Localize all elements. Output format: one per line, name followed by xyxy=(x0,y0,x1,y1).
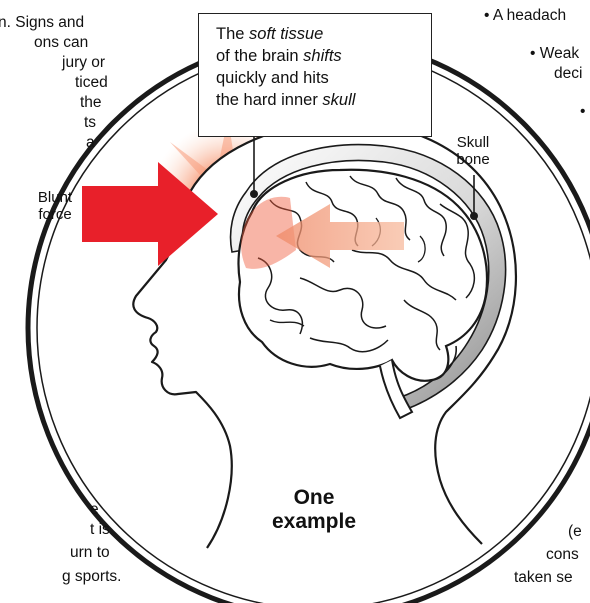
one-example-line-1: One xyxy=(248,486,380,510)
skull-pointer-dot xyxy=(470,212,478,220)
right-fragment-4: • xyxy=(580,102,585,121)
left-fragment-7: a xyxy=(86,133,95,152)
callout-line-1: The soft tissue xyxy=(216,23,431,45)
right-bottom-fragment-3: taken se xyxy=(514,568,573,587)
right-bottom-fragment-1: (e xyxy=(568,522,582,541)
left-fragment-4: ticed xyxy=(75,73,108,92)
left-fragment-1: n. Signs and xyxy=(0,13,84,32)
blunt-force-label: Blunt force xyxy=(20,189,90,223)
left-fragment-5: the xyxy=(80,93,102,112)
left-bottom-fragment-1: e xyxy=(90,500,99,519)
one-example-line-2: example xyxy=(248,510,380,534)
left-fragment-3: jury or xyxy=(62,53,105,72)
callout-line-2: of the brain shifts xyxy=(216,45,431,67)
left-fragment-6: ts xyxy=(84,113,96,132)
callout-em-skull: skull xyxy=(322,91,355,109)
callout-em-shifts: shifts xyxy=(303,47,342,65)
callout-box: The soft tissue of the brain shifts quic… xyxy=(198,13,432,137)
right-fragment-1: • A headach xyxy=(484,6,566,25)
one-example-label: One example xyxy=(248,486,380,534)
callout-line-3: quickly and hits xyxy=(216,67,431,89)
left-fragment-2: ons can xyxy=(34,33,88,52)
right-bottom-fragment-2: cons xyxy=(546,545,579,564)
left-bottom-fragment-4: g sports. xyxy=(62,567,121,586)
callout-line-4: the hard inner skull xyxy=(216,89,431,111)
callout-pointer-dot xyxy=(250,190,258,198)
skull-bone-label: Skull bone xyxy=(440,134,506,168)
left-bottom-fragment-3: urn to xyxy=(70,543,110,562)
right-fragment-2: • Weak xyxy=(530,44,579,63)
right-fragment-3: deci xyxy=(554,64,582,83)
left-bottom-fragment-2: t is xyxy=(90,520,110,539)
callout-em-soft-tissue: soft tissue xyxy=(249,25,323,43)
